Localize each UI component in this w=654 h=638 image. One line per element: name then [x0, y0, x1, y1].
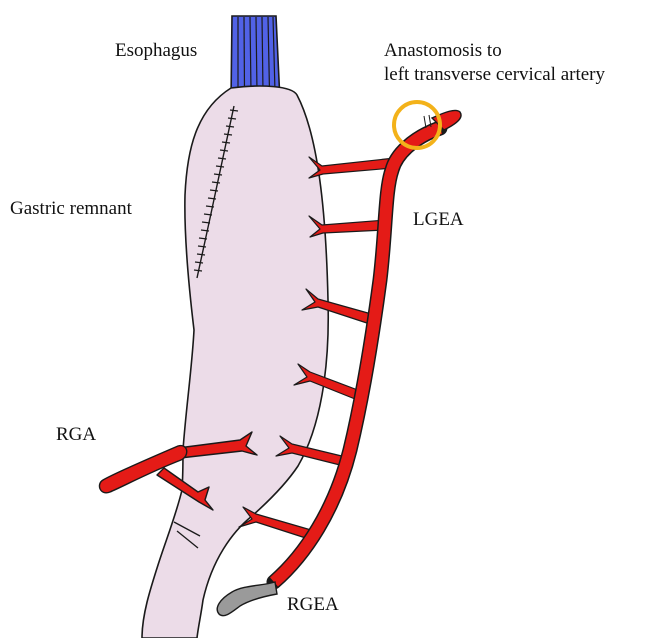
label-anastomosis-line2: left transverse cervical artery	[384, 64, 605, 86]
label-anastomosis-line1: Anastomosis to	[384, 40, 502, 62]
label-rga: RGA	[56, 424, 96, 446]
label-lgea: LGEA	[413, 209, 464, 231]
label-gastric-remnant: Gastric remnant	[10, 198, 132, 220]
label-esophagus: Esophagus	[115, 40, 197, 62]
label-rgea: RGEA	[287, 594, 339, 616]
